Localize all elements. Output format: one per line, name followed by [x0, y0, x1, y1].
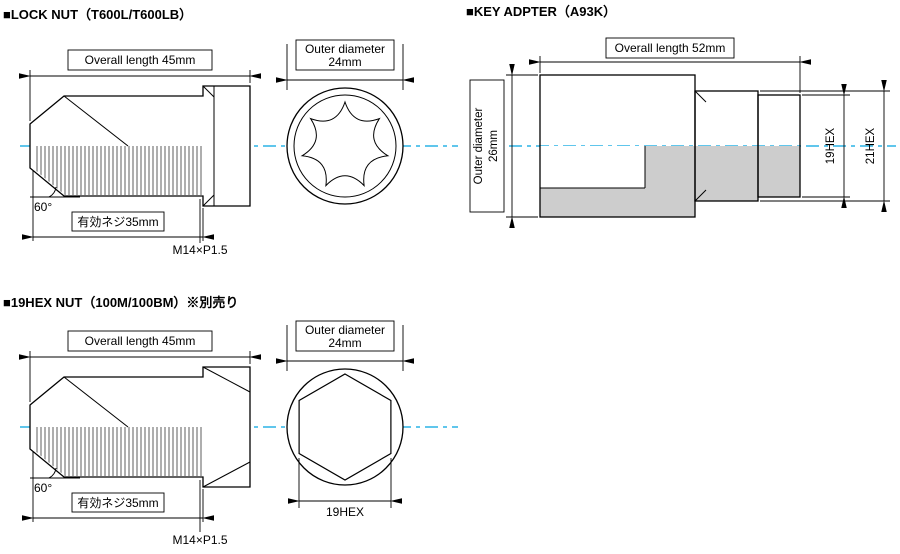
hex-nut-side-view: Overall length 45mm 60° 有効ネジ35mm M14×P1.… [18, 330, 262, 547]
adapter-overall-length-label: Overall length 52mm [615, 41, 726, 55]
adapter-hex19-label: 19HEX [825, 127, 837, 164]
lock-nut-outer-diameter-value: 24mm [328, 55, 361, 69]
adapter-outer-diameter-label: Outer diameter [473, 107, 485, 184]
hex-socket-outline [298, 373, 392, 481]
section-title-hex-nut: ■19HEX NUT（100M/100BM）※別売り [3, 295, 239, 310]
lock-nut-angle-label: 60° [34, 200, 52, 214]
lock-nut-thread-length-label: 有効ネジ35mm [77, 214, 158, 229]
hex-nut-front-view: Outer diameter 24mm 19HEX [275, 320, 415, 519]
lock-nut-outer-diameter-label: Outer diameter [305, 42, 385, 56]
section-title-key-adapter: ■KEY ADPTER（A93K） [466, 4, 617, 19]
hex-nut-overall-length-label: Overall length 45mm [85, 334, 196, 348]
hex-nut-thread-length-label: 有効ネジ35mm [77, 495, 158, 510]
spline-bore-pattern [300, 100, 390, 188]
lock-nut-overall-length-label: Overall length 45mm [85, 53, 196, 67]
hex-nut-angle-label: 60° [34, 481, 52, 495]
adapter-outer-diameter-value: 26mm [488, 130, 500, 162]
lock-nut-side-view: Overall length 45mm 60° 有効ネジ35mm M14×P1.… [18, 49, 262, 257]
lock-nut-front-view: Outer diameter 24mm [275, 39, 415, 205]
lock-nut-thread-spec-label: M14×P1.5 [172, 243, 227, 257]
key-adapter-drawing: Overall length 52mm Outer diameter 26mm … [469, 37, 890, 229]
section-title-lock-nut: ■LOCK NUT（T600L/T600LB） [3, 7, 193, 22]
hex-nut-outer-diameter-value: 24mm [328, 336, 361, 350]
adapter-hex21-label: 21HEX [865, 127, 877, 164]
hex-nut-outer-diameter-label: Outer diameter [305, 323, 385, 337]
hex-nut-hex19-label: 19HEX [326, 505, 364, 519]
hex-nut-thread-spec-label: M14×P1.5 [172, 533, 227, 547]
